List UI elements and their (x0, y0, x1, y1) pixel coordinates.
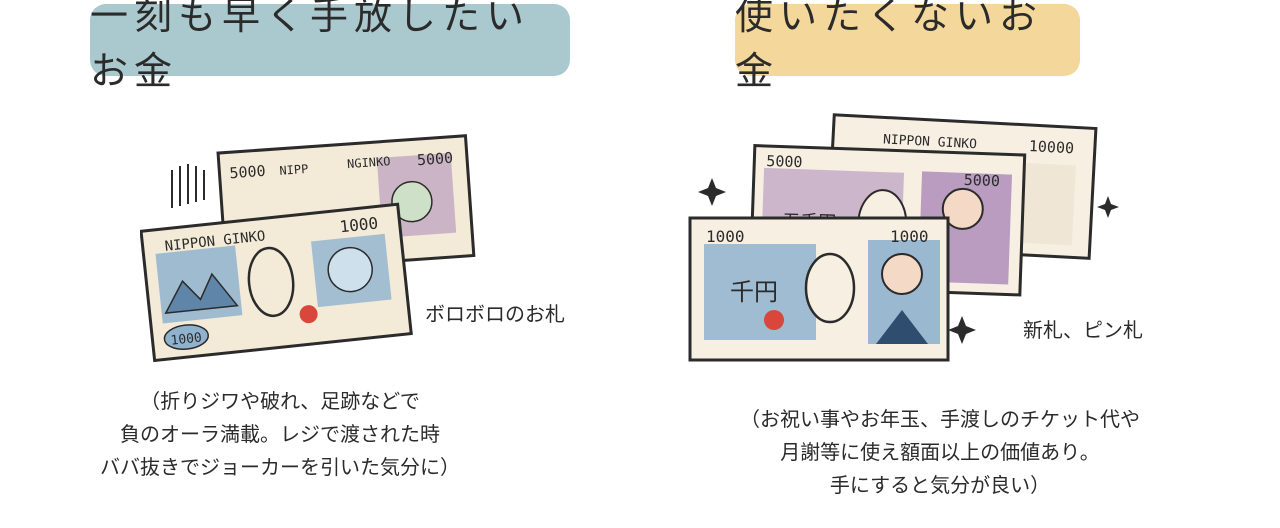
crisp-banknotes-illustration: NIPPON GINKO 10000 5000 5000 五千円 1000 10… (688, 113, 1119, 362)
left-title-badge: 一刻も早く手放したいお金 (90, 0, 570, 93)
mid-note-value-left: 5000 (766, 152, 803, 171)
right-description: （お祝い事やお年玉、手渡しのチケット代や 月謝等に使え額面以上の価値あり。 手に… (650, 403, 1230, 502)
left-panel: 一刻も早く手放したいお金 5000 NIPP NGINKO 5000 (40, 0, 570, 484)
right-title-badge: 使いたくないお金 (735, 0, 1080, 93)
right-desc-line: 手にすると気分が良い） (829, 473, 1051, 497)
back-note-bank-a: NIPP (279, 162, 309, 178)
front-note-value-right: 1000 (339, 213, 379, 236)
mid-note-value-right: 5000 (963, 171, 1000, 190)
left-description: （折りジワや破れ、足跡などで 負のオーラ満載。レジで渡された時 ババ抜きでジョー… (40, 385, 520, 484)
front-note-kanji: 千円 (730, 278, 778, 306)
back-note-bank: NIPPON GINKO (883, 132, 978, 152)
left-tag: ボロボロのお札 (425, 302, 565, 326)
red-seal-icon (764, 310, 784, 330)
right-title: 使いたくないお金 (735, 0, 1044, 93)
front-note-value-left: 1000 (170, 331, 203, 349)
left-desc-line: （折りジワや破れ、足跡などで (140, 389, 420, 413)
banknote-1000-worn: NIPPON GINKO 1000 1000 (140, 202, 413, 363)
right-desc-line: （お祝い事やお年玉、手渡しのチケット代や (740, 407, 1140, 431)
sparkle-icon (698, 178, 1119, 344)
back-note-bank-b: NGINKO (347, 154, 391, 171)
back-note-value-left: 5000 (229, 162, 266, 182)
right-tag: 新札、ピン札 (1023, 318, 1143, 342)
banknote-1000-crisp: 1000 1000 千円 (688, 216, 950, 362)
left-desc-line: 負のオーラ満載。レジで渡された時 (120, 422, 440, 446)
worn-banknotes-illustration: 5000 NIPP NGINKO 5000 NIPPON GINKO 1000 … (140, 134, 476, 363)
front-note-value-left: 1000 (706, 227, 745, 246)
red-seal-icon (299, 305, 318, 324)
back-note-value-right: 5000 (416, 149, 453, 169)
right-panel: 使いたくないお金 NIPPON GINKO 10000 5000 5000 五千… (640, 0, 1280, 528)
right-desc-line: 月謝等に使え額面以上の価値あり。 (780, 440, 1100, 464)
left-title: 一刻も早く手放したいお金 (90, 0, 531, 93)
back-note-value: 10000 (1028, 137, 1074, 157)
front-note-value-right: 1000 (890, 227, 929, 246)
motion-lines-icon (171, 164, 205, 208)
left-desc-line: ババ抜きでジョーカーを引いた気分に） (100, 455, 460, 479)
